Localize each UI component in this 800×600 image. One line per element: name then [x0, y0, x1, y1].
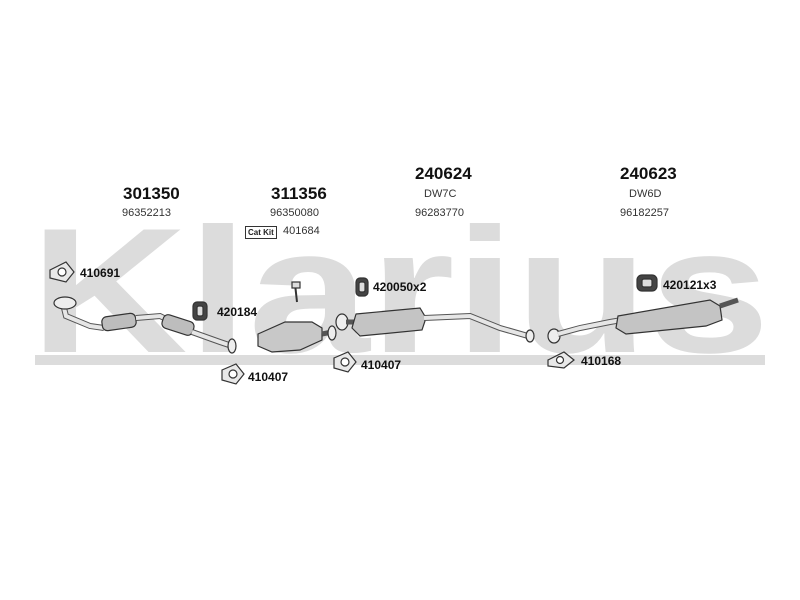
part-number-rear-silencer: 240623 — [620, 164, 677, 183]
subtitle-middle-silencer: DW7C — [424, 188, 457, 200]
watermark-bar — [35, 355, 765, 365]
ref-number-front-pipe: 96352213 — [122, 207, 171, 219]
code-mount-2: 420050x2 — [373, 280, 427, 294]
middle-silencer — [335, 307, 535, 343]
rear-silencer — [547, 297, 739, 344]
part-number-middle-silencer: 240624 — [415, 164, 472, 183]
code-clamp-2: 410407 — [361, 358, 402, 372]
part-number-front-pipe: 301350 — [123, 184, 180, 203]
rubber-mount-icon-3 — [636, 274, 658, 292]
ref-number-rear-silencer: 96182257 — [620, 207, 669, 219]
catalytic-converter — [257, 281, 337, 353]
ref-number-middle-silencer: 96283770 — [415, 207, 464, 219]
cat-kit-code: 401684 — [283, 225, 320, 237]
gasket-icon-rear — [547, 351, 575, 369]
cat-kit-badge: Cat Kit — [245, 226, 277, 239]
clamp-icon-1 — [221, 363, 245, 385]
rubber-mount-icon-2 — [355, 277, 369, 297]
code-mount-3: 420121x3 — [663, 278, 717, 292]
code-gasket-rear: 410168 — [581, 354, 622, 368]
part-number-catalytic-converter: 311356 — [271, 184, 327, 203]
gasket-icon-front — [49, 261, 75, 283]
ref-number-catalytic-converter: 96350080 — [270, 207, 319, 219]
rubber-mount-icon-1 — [192, 301, 208, 321]
code-gasket-front: 410691 — [80, 266, 121, 280]
clamp-icon-2 — [333, 351, 357, 373]
front-pipe — [53, 296, 237, 354]
subtitle-rear-silencer: DW6D — [629, 188, 662, 200]
code-clamp-1: 410407 — [248, 370, 289, 384]
code-mount-1: 420184 — [217, 305, 258, 319]
